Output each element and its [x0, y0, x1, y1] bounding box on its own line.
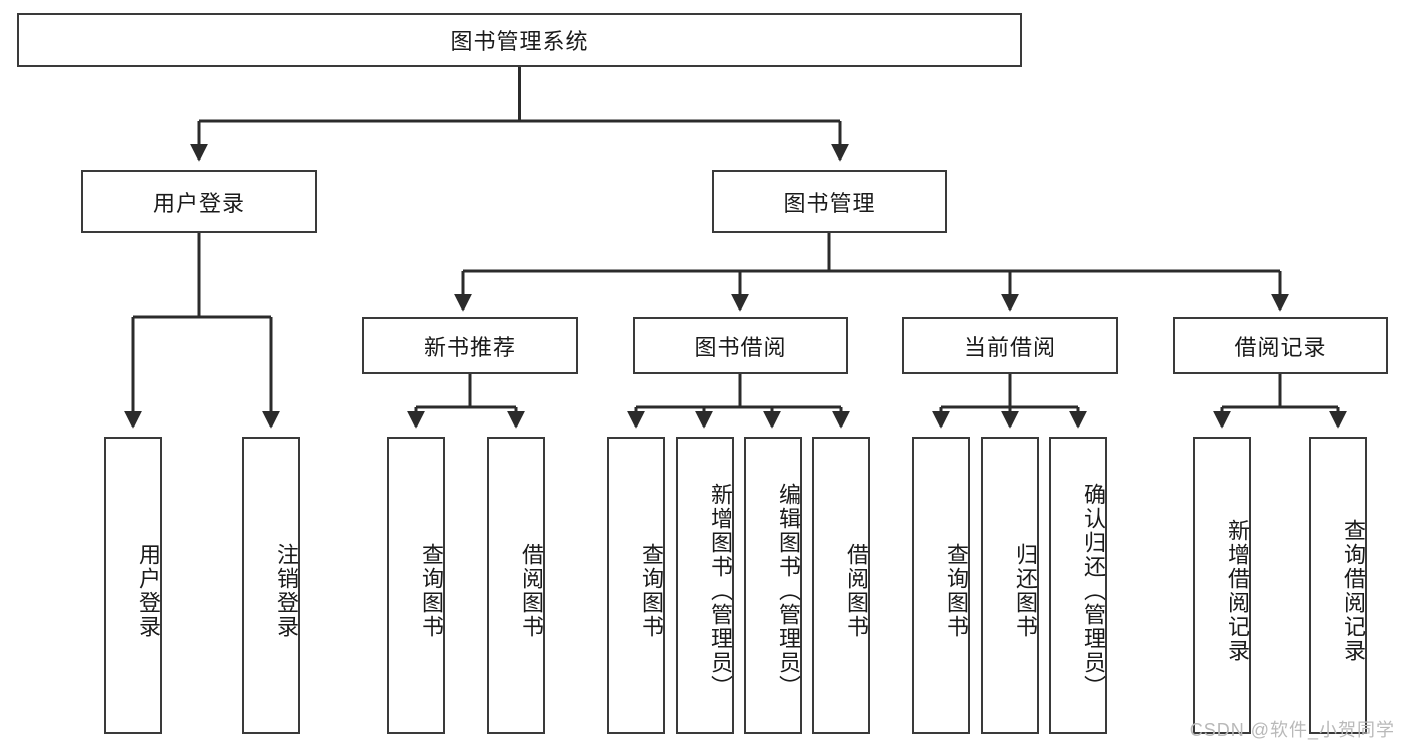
node-leaf-add-record[interactable]: 新增借阅记录	[1193, 437, 1251, 734]
node-leaf-user-login-label: 用户登录	[136, 542, 161, 639]
node-leaf-borrow-book-1[interactable]: 借阅图书	[487, 437, 545, 734]
csdn-watermark: CSDN @软件_小贺同学	[1189, 720, 1395, 740]
node-book-manage-label: 图书管理	[783, 190, 876, 216]
node-book-borrow-label: 图书借阅	[694, 334, 787, 360]
node-leaf-borrow-book-2[interactable]: 借阅图书	[812, 437, 870, 734]
node-leaf-edit-book[interactable]: 编辑图书（管理员）	[744, 437, 802, 734]
node-leaf-add-record-label: 新增借阅记录	[1225, 518, 1250, 663]
node-leaf-query-record-label: 查询借阅记录	[1341, 518, 1366, 663]
node-borrow-record-label: 借阅记录	[1234, 334, 1327, 360]
node-leaf-query-book-2-label: 查询图书	[639, 542, 664, 639]
node-leaf-query-book-2[interactable]: 查询图书	[607, 437, 665, 734]
node-new-book-rec-label: 新书推荐	[423, 334, 516, 360]
node-leaf-confirm-return[interactable]: 确认归还（管理员）	[1049, 437, 1107, 734]
node-leaf-query-book-3-label: 查询图书	[944, 542, 969, 639]
node-leaf-query-book-1[interactable]: 查询图书	[387, 437, 445, 734]
node-borrow-record[interactable]: 借阅记录	[1173, 317, 1388, 374]
node-book-manage[interactable]: 图书管理	[712, 170, 947, 233]
node-current-borrow[interactable]: 当前借阅	[902, 317, 1118, 374]
node-leaf-user-logout-label: 注销登录	[274, 542, 299, 639]
node-leaf-add-book[interactable]: 新增图书（管理员）	[676, 437, 734, 734]
node-user-login[interactable]: 用户登录	[81, 170, 317, 233]
node-root[interactable]: 图书管理系统	[17, 13, 1022, 67]
node-leaf-return-book[interactable]: 归还图书	[981, 437, 1039, 734]
node-leaf-user-logout[interactable]: 注销登录	[242, 437, 300, 734]
node-leaf-query-book-3[interactable]: 查询图书	[912, 437, 970, 734]
node-leaf-edit-book-label: 编辑图书（管理员）	[776, 482, 801, 699]
node-leaf-return-book-label: 归还图书	[1013, 542, 1038, 639]
node-leaf-query-record[interactable]: 查询借阅记录	[1309, 437, 1367, 734]
node-leaf-borrow-book-1-label: 借阅图书	[519, 542, 544, 639]
node-book-borrow[interactable]: 图书借阅	[633, 317, 848, 374]
node-new-book-rec[interactable]: 新书推荐	[362, 317, 578, 374]
node-current-borrow-label: 当前借阅	[963, 334, 1056, 360]
node-user-login-label: 用户登录	[152, 190, 245, 216]
node-leaf-user-login[interactable]: 用户登录	[104, 437, 162, 734]
node-leaf-borrow-book-2-label: 借阅图书	[844, 542, 869, 639]
node-root-label: 图书管理系统	[450, 29, 589, 54]
node-leaf-query-book-1-label: 查询图书	[419, 542, 444, 639]
node-leaf-confirm-return-label: 确认归还（管理员）	[1081, 482, 1106, 699]
node-leaf-add-book-label: 新增图书（管理员）	[708, 482, 733, 699]
